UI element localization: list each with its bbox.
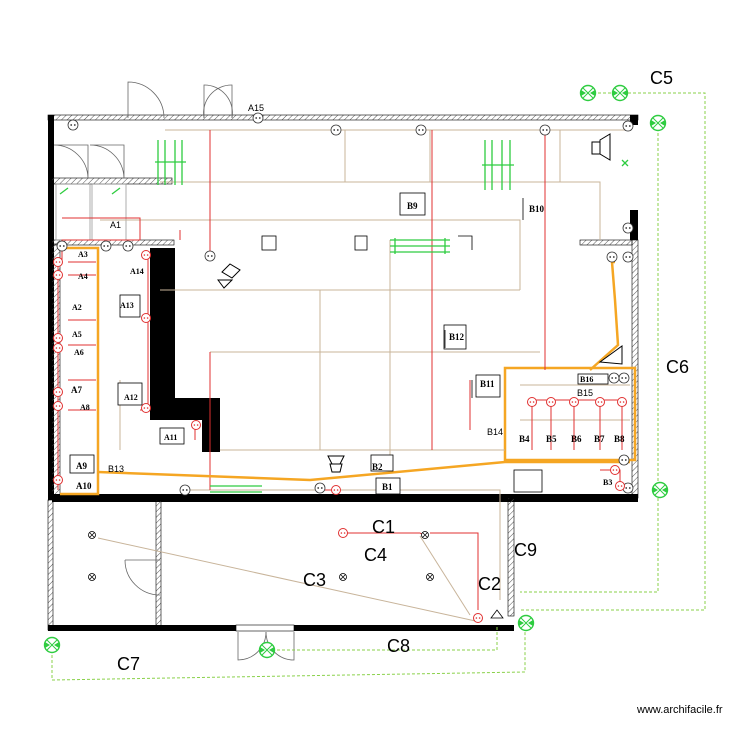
label-b11: B11 (480, 379, 495, 389)
label-a3: A3 (78, 250, 88, 259)
label-b15: B15 (577, 388, 593, 398)
radiators (59, 140, 629, 493)
label-c6: C6 (666, 357, 689, 377)
circuit-orange (60, 246, 630, 496)
label-a10: A10 (76, 481, 92, 491)
doors (53, 81, 295, 661)
label-b1: B1 (382, 482, 393, 492)
label-b3: B3 (603, 478, 612, 487)
label-b14: B14 (487, 427, 503, 437)
fixtures (69, 192, 609, 495)
labels: A15 A1 A3 A4 A2 A5 A6 A7 A8 A9 A10 A11 A… (71, 68, 723, 716)
label-c7: C7 (117, 654, 140, 674)
label-c4: C4 (364, 545, 387, 565)
watermark: www.archifacile.fr (636, 704, 723, 716)
label-b10: B10 (529, 204, 545, 214)
label-a11: A11 (164, 433, 177, 442)
label-a4: A4 (78, 272, 88, 281)
label-a5: A5 (72, 330, 82, 339)
label-a9: A9 (76, 461, 87, 471)
triangle-icon (490, 609, 504, 619)
label-b5: B5 (546, 434, 557, 444)
label-a2: A2 (72, 303, 82, 312)
label-b9: B9 (407, 201, 418, 211)
label-a6: A6 (74, 348, 84, 357)
label-b4: B4 (519, 434, 530, 444)
exterior-lights (43, 84, 669, 659)
label-c3: C3 (303, 570, 326, 590)
circuit-tan (97, 129, 630, 623)
label-c8: C8 (387, 636, 410, 656)
label-a1: A1 (110, 220, 121, 230)
circuit-red (57, 130, 623, 610)
label-b13: B13 (108, 464, 124, 474)
circuit-green (51, 92, 706, 681)
speaker-icon (217, 133, 623, 473)
label-c9: C9 (514, 540, 537, 560)
label-a15: A15 (248, 103, 264, 113)
label-a7: A7 (71, 385, 82, 395)
label-b12: B12 (449, 332, 465, 342)
label-c5: C5 (650, 68, 673, 88)
label-b8: B8 (614, 434, 625, 444)
label-b6: B6 (571, 434, 582, 444)
label-a13: A13 (120, 301, 134, 310)
label-b7: B7 (594, 434, 605, 444)
walls (47, 114, 639, 632)
label-a14: A14 (130, 267, 144, 276)
label-c2: C2 (478, 574, 501, 594)
label-b16: B16 (580, 375, 593, 384)
label-a8: A8 (80, 403, 90, 412)
label-b2: B2 (372, 462, 383, 472)
label-c1: C1 (372, 517, 395, 537)
label-a12: A12 (124, 393, 138, 402)
